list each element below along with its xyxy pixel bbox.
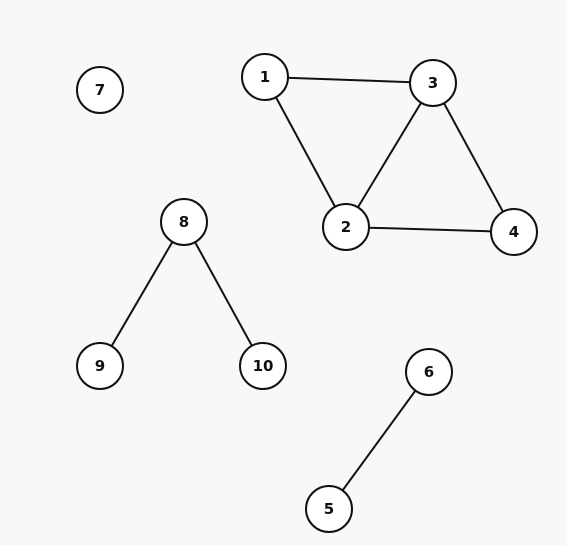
node-label-2: 2 [341, 218, 351, 236]
node-4: 4 [490, 208, 538, 256]
nodes-layer: 1 2 3 4 5 6 7 8 9 10 [76, 53, 538, 533]
node-label-9: 9 [95, 357, 105, 375]
edge-3-4 [432, 82, 515, 233]
node-6: 6 [405, 348, 453, 396]
node-3: 3 [409, 59, 457, 107]
edge-1-3 [264, 76, 434, 84]
node-1: 1 [241, 53, 289, 101]
edge-1-2 [264, 76, 347, 228]
edge-6-5 [328, 371, 430, 510]
node-label-3: 3 [428, 74, 438, 92]
node-9: 9 [76, 342, 124, 390]
edges-layer [99, 76, 515, 510]
node-circle-6 [405, 348, 453, 396]
node-circle-9 [76, 342, 124, 390]
node-label-5: 5 [324, 500, 334, 518]
edge-3-2 [345, 82, 434, 228]
node-circle-7 [76, 66, 124, 114]
node-label-1: 1 [260, 68, 270, 86]
node-label-6: 6 [424, 363, 434, 381]
edge-2-4 [345, 226, 515, 233]
node-label-10: 10 [253, 357, 274, 375]
node-8: 8 [160, 198, 208, 246]
node-10: 10 [239, 342, 287, 390]
node-label-7: 7 [95, 81, 105, 99]
node-circle-1 [241, 53, 289, 101]
node-circle-10 [239, 342, 287, 390]
node-label-4: 4 [509, 223, 519, 241]
node-5: 5 [305, 485, 353, 533]
node-circle-2 [322, 203, 370, 251]
node-2: 2 [322, 203, 370, 251]
node-circle-8 [160, 198, 208, 246]
node-circle-5 [305, 485, 353, 533]
node-label-8: 8 [179, 213, 189, 231]
node-circle-3 [409, 59, 457, 107]
edge-8-9 [99, 221, 185, 367]
node-7: 7 [76, 66, 124, 114]
node-circle-4 [490, 208, 538, 256]
edge-8-10 [183, 221, 264, 367]
